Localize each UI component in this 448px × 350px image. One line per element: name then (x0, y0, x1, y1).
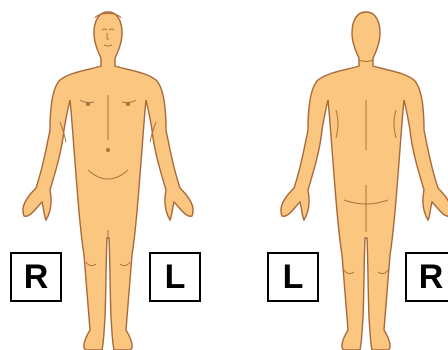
front-right-label: R (10, 252, 62, 302)
front-left-label: L (149, 252, 201, 302)
back-right-label: R (405, 252, 448, 302)
back-left-label: L (267, 252, 319, 302)
